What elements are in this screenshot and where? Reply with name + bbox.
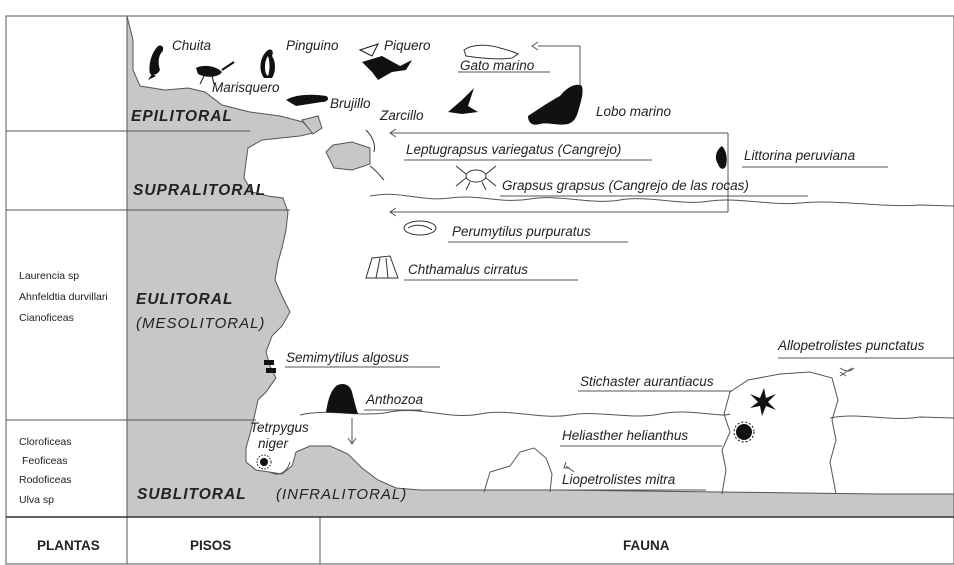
label-semimytilus: Semimytilus algosus bbox=[286, 350, 409, 365]
brujillo-silhouette bbox=[286, 95, 328, 106]
header-pisos: PISOS bbox=[190, 538, 231, 553]
label-anthozoa: Anthozoa bbox=[366, 392, 423, 407]
label-chthamalus: Chthamalus cirratus bbox=[408, 262, 528, 277]
label-lobo-marino: Lobo marino bbox=[596, 104, 671, 119]
upper-rock-chunk bbox=[326, 142, 370, 170]
pinguino-silhouette bbox=[261, 49, 275, 78]
label-leptugrapsus: Leptugrapsus variegatus (Cangrejo) bbox=[406, 142, 621, 157]
chuita-silhouette bbox=[148, 45, 163, 80]
label-zarcillo: Zarcillo bbox=[380, 108, 424, 123]
perumytilus-mussel-silhouette bbox=[404, 221, 436, 235]
zone-eulitoral: EULITORAL bbox=[136, 291, 233, 309]
label-piquero: Piquero bbox=[384, 38, 431, 53]
lobo-marino-silhouette bbox=[528, 85, 583, 125]
plant-sublitoral-1: Cloroficeas bbox=[19, 436, 72, 448]
tide-line-low bbox=[300, 410, 730, 416]
plant-sublitoral-3: Rodoficeas bbox=[19, 474, 72, 486]
plant-sublitoral-4: Ulva sp bbox=[19, 494, 54, 506]
header-plantas: PLANTAS bbox=[37, 538, 100, 553]
label-marisquero: Marisquero bbox=[212, 80, 280, 95]
label-gato-marino: Gato marino bbox=[460, 58, 534, 73]
label-allopetrolistes: Allopetrolistes punctatus bbox=[778, 338, 924, 353]
littorina-snail-silhouette bbox=[716, 146, 727, 169]
plant-eulitoral-3: Cianoficeas bbox=[19, 312, 74, 324]
anthozoa-silhouette bbox=[326, 384, 358, 414]
label-littorina: Littorina peruviana bbox=[744, 148, 855, 163]
chthamalus-barnacle-silhouette bbox=[366, 256, 398, 278]
tide-line-low-right bbox=[830, 416, 954, 418]
zone-epilitoral: EPILITORAL bbox=[131, 108, 233, 126]
header-fauna: FAUNA bbox=[623, 538, 670, 553]
label-tetrpygus-niger: niger bbox=[258, 436, 288, 451]
tetrpygus-urchin-silhouette bbox=[257, 455, 271, 469]
zone-sublitoral: SUBLITORAL bbox=[137, 486, 247, 504]
label-pinguino: Pinguino bbox=[286, 38, 339, 53]
plant-sublitoral-2: Feoficeas bbox=[22, 455, 68, 467]
label-brujillo: Brujillo bbox=[330, 96, 371, 111]
label-stichaster: Stichaster aurantiacus bbox=[580, 374, 714, 389]
zone-supralitoral: SUPRALITORAL bbox=[133, 182, 266, 200]
label-perumytilus: Perumytilus purpuratus bbox=[452, 224, 591, 239]
label-heliasther: Heliasther helianthus bbox=[562, 428, 688, 443]
label-liopetrolistes: Liopetrolistes mitra bbox=[562, 472, 675, 487]
tide-pool-outline-small bbox=[484, 448, 552, 492]
grapsus-crab-silhouette bbox=[456, 166, 496, 190]
heliasther-star-silhouette bbox=[734, 422, 754, 442]
label-chuita: Chuita bbox=[172, 38, 211, 53]
gato-marino-silhouette bbox=[464, 45, 518, 59]
label-tetrpygus: Tetrpygus bbox=[250, 420, 309, 435]
plant-eulitoral-1: Laurencia sp bbox=[19, 270, 79, 282]
zarcillo-silhouette bbox=[448, 88, 478, 114]
plant-eulitoral-2: Ahnfeldtia durvillari bbox=[19, 291, 108, 303]
zone-infralitoral: (INFRALITORAL) bbox=[276, 486, 407, 503]
stichaster-star-silhouette bbox=[750, 388, 776, 416]
zone-mesolitoral: (MESOLITORAL) bbox=[136, 315, 265, 332]
label-grapsus: Grapsus grapsus (Cangrejo de las rocas) bbox=[502, 178, 749, 193]
